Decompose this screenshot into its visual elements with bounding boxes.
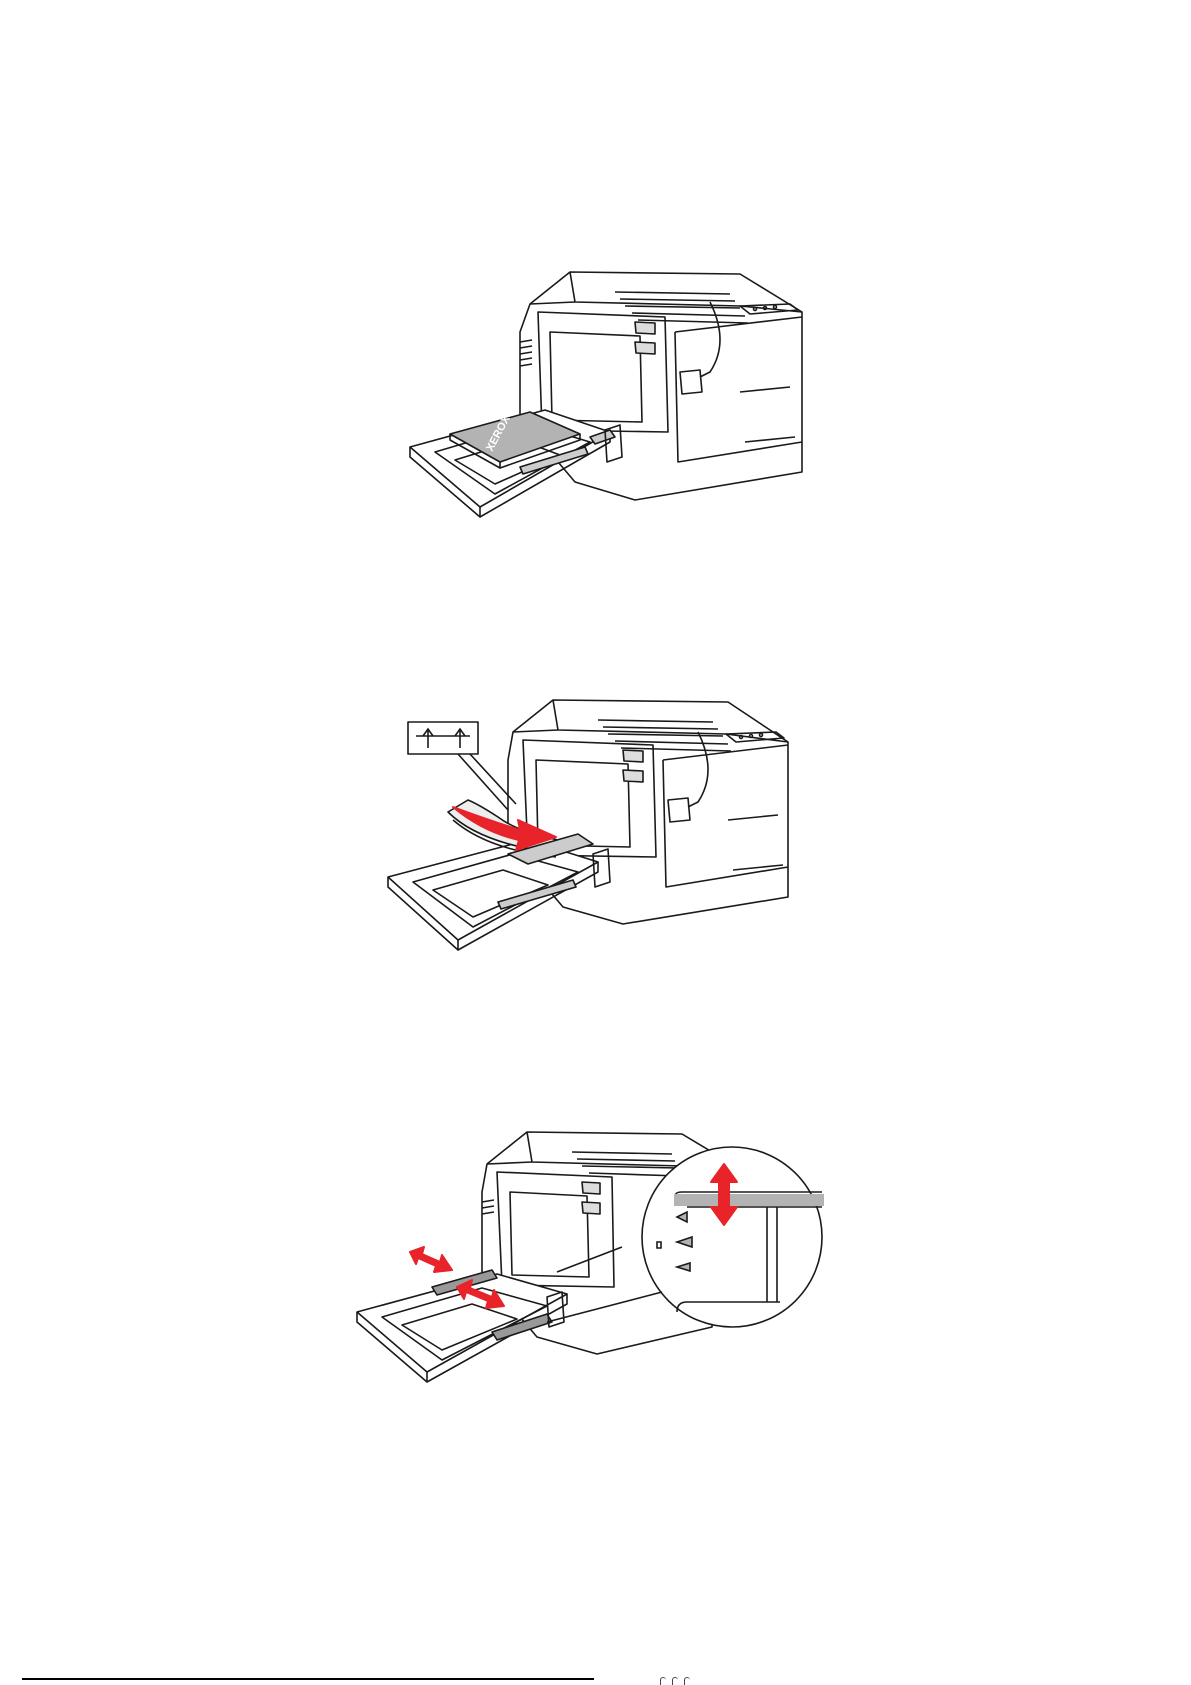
printer-illustration [382,1122,822,1432]
footer-rule [22,1678,594,1680]
printer-illustration: XEROX [410,262,810,562]
footer-page-mark [660,1674,704,1685]
printer-guides-adjust-figure [382,1122,822,1432]
printer-illustration [408,692,808,992]
printer-envelope-loading-figure [408,692,808,992]
printer-paper-loaded-figure: XEROX [410,262,810,562]
